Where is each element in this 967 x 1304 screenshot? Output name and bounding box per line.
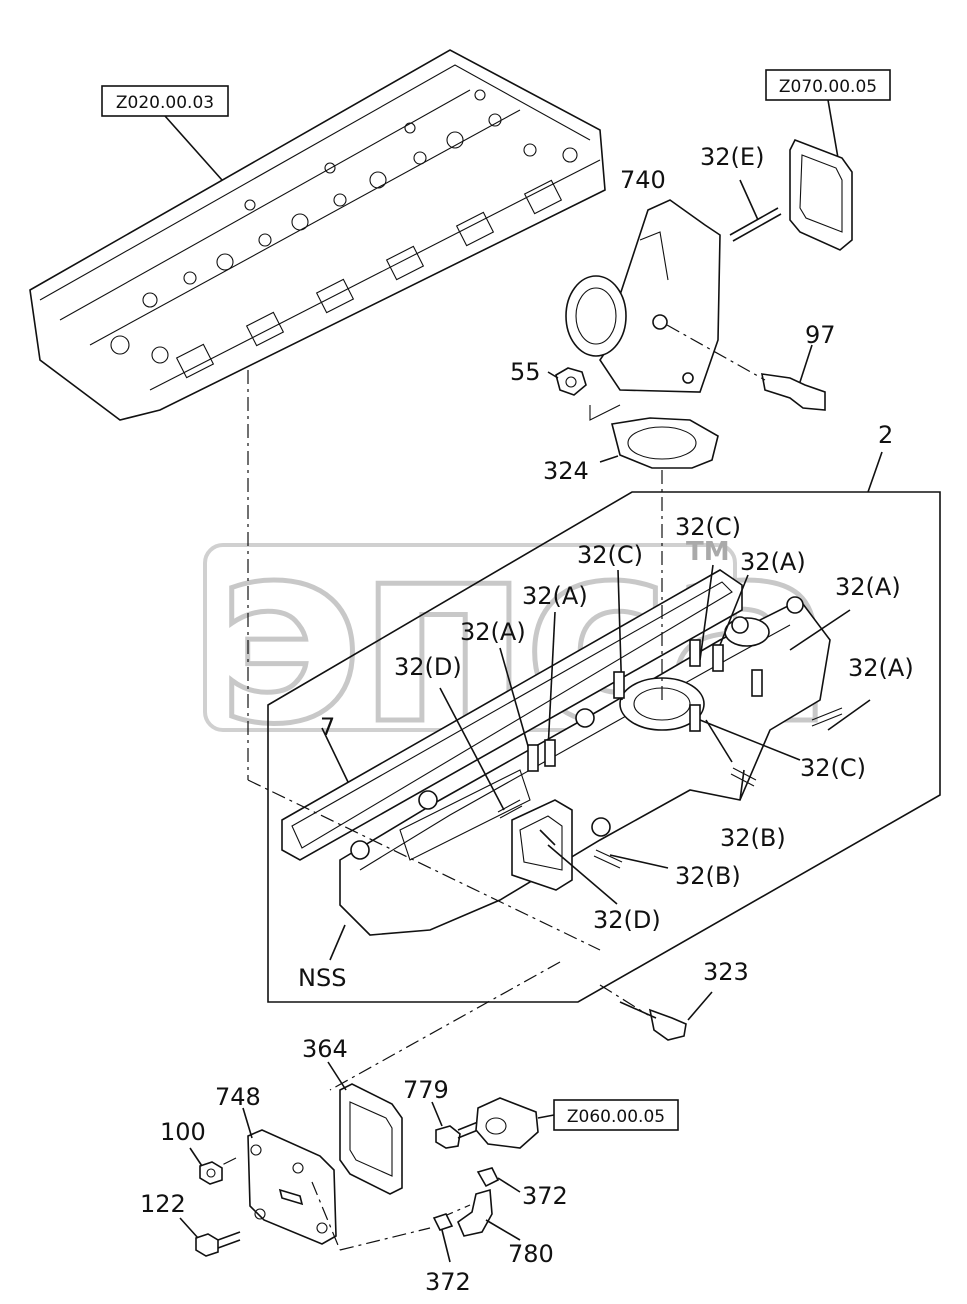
ref-z070-label: Z070.00.05: [779, 77, 877, 97]
label-32b-1: 32(B): [720, 824, 786, 852]
label-32a-4: 32(A): [460, 618, 526, 646]
nut-100: [189, 1147, 223, 1185]
exhaust-manifold: [339, 596, 831, 936]
label-32a-2: 32(A): [835, 573, 901, 601]
label-748: 748: [215, 1083, 261, 1111]
watermark-tm: TM: [686, 537, 730, 567]
pipe-fitting: [475, 1097, 539, 1149]
label-32c-1: 32(C): [675, 513, 741, 541]
ref-z060[interactable]: Z060.00.05: [553, 1099, 679, 1131]
assembly-frame-2: [267, 491, 941, 1003]
hose-780: [457, 1188, 521, 1241]
label-32c-3: 32(C): [800, 754, 866, 782]
label-324: 324: [543, 457, 589, 485]
label-7: 7: [320, 713, 335, 741]
part-labels: 32(E) 740 97 55 324 2 32(C) 32(C) 32(A) …: [140, 143, 914, 1296]
bolt-323: [619, 991, 713, 1041]
label-32d-1: 32(D): [394, 653, 462, 681]
ref-z020-label: Z020.00.03: [116, 93, 214, 113]
label-122: 122: [140, 1190, 186, 1218]
label-100: 100: [160, 1118, 206, 1146]
ref-z060-label: Z060.00.05: [567, 1107, 665, 1127]
manifold-gasket-7: [281, 569, 743, 861]
outlet-pipe-740: [565, 199, 721, 393]
sensor-97: [761, 344, 826, 411]
clamp-372-lower: [432, 1213, 454, 1263]
label-97: 97: [805, 321, 836, 349]
label-32d-2: 32(D): [593, 906, 661, 934]
label-779: 779: [403, 1076, 449, 1104]
nut-55: [547, 367, 587, 396]
studs-32: [439, 564, 871, 905]
ref-z070[interactable]: Z070.00.05: [765, 69, 891, 101]
label-372-2: 372: [425, 1268, 471, 1296]
bolt-122: [179, 1217, 241, 1257]
label-364: 364: [302, 1035, 348, 1063]
ref-z020[interactable]: Z020.00.03: [101, 85, 229, 117]
label-32c-2: 32(C): [577, 541, 643, 569]
label-32b-2: 32(B): [675, 862, 741, 890]
label-740: 740: [620, 166, 666, 194]
label-32e: 32(E): [700, 143, 764, 171]
bolt-779: [431, 1101, 489, 1149]
label-32a-3: 32(A): [522, 582, 588, 610]
label-32a-1: 32(A): [740, 548, 806, 576]
label-372-1: 372: [522, 1182, 568, 1210]
gasket-364: [327, 1061, 403, 1195]
cylinder-head: [29, 49, 606, 421]
gasket-324: [599, 417, 719, 469]
stud-32e: [729, 207, 779, 236]
label-323: 323: [703, 958, 749, 986]
label-nss: NSS: [298, 964, 346, 992]
cover-748: [242, 1107, 337, 1245]
label-780: 780: [508, 1240, 554, 1268]
label-32a-5: 32(A): [848, 654, 914, 682]
label-2: 2: [878, 421, 893, 449]
gasket-top: [789, 138, 853, 251]
label-55: 55: [510, 358, 541, 386]
clamp-372-upper: [476, 1167, 521, 1193]
